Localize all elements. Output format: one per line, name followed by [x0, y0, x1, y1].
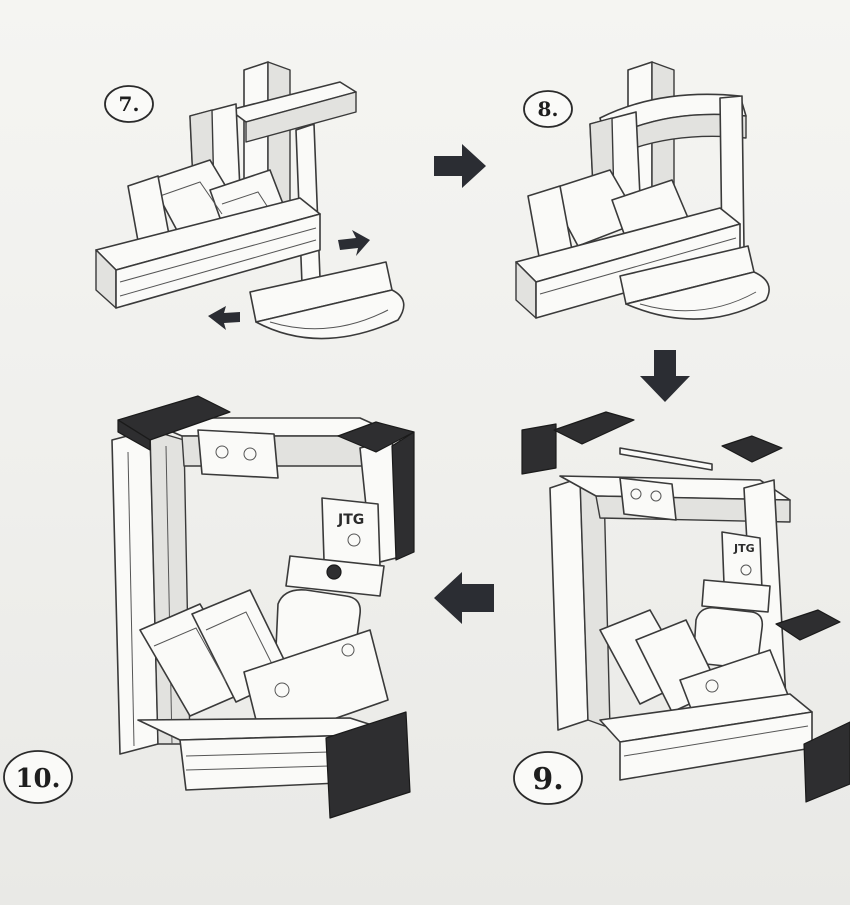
step-10-badge: 10. — [3, 750, 73, 804]
step-7-badge: 7. — [104, 85, 154, 123]
step-8-badge: 8. — [523, 90, 573, 128]
step-7-illustration — [95, 61, 405, 340]
logo-text-10: JTG — [337, 512, 364, 528]
step-10-label: 10. — [15, 764, 60, 794]
step-7-label: 7. — [119, 92, 140, 116]
arrow-down-icon — [640, 350, 690, 402]
step-8-label: 8. — [538, 97, 559, 121]
arrow-right-icon — [434, 144, 486, 188]
step-9-illustration: JTG — [521, 411, 850, 803]
step-9-label: 9. — [532, 762, 563, 797]
step-8-illustration — [515, 61, 770, 320]
step-9-badge: 9. — [513, 751, 583, 805]
step-10-illustration: JTG — [111, 395, 415, 819]
arrow-left-icon — [434, 572, 494, 624]
logo-text-9: JTG — [733, 542, 755, 555]
